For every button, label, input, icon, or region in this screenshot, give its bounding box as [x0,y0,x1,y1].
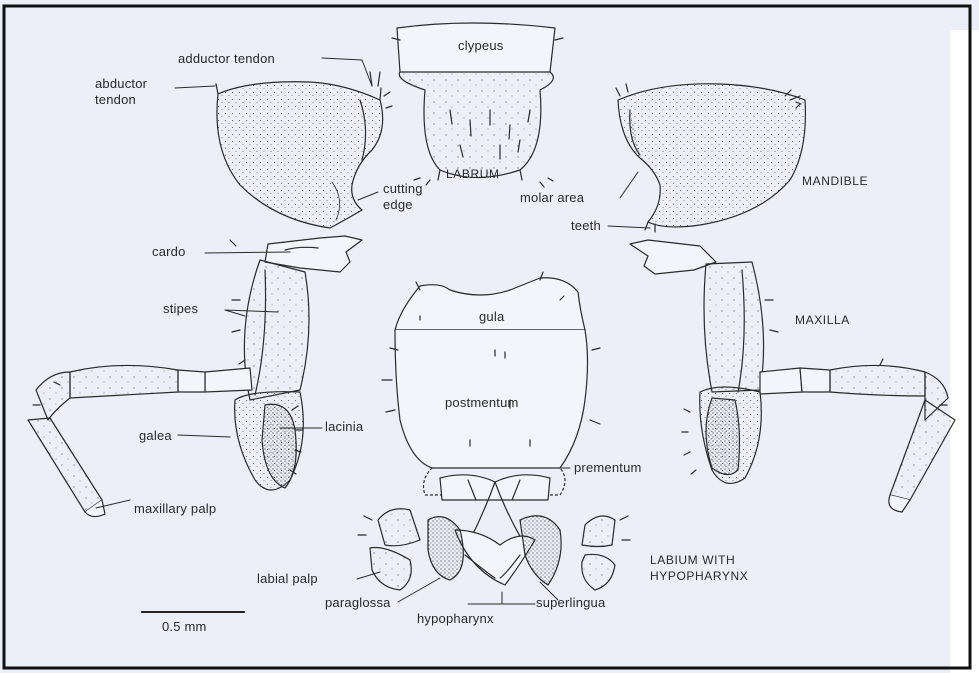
label-galea: galea [139,428,172,443]
label-cardo: cardo [152,244,186,259]
label-cutting-edge-line1: cutting [383,181,423,196]
label-adductor-tendon: adductor tendon [178,51,275,66]
label-paraglossa: paraglossa [325,595,391,610]
label-labium-line2: HYPOPHARYNX [650,569,748,584]
label-labrum: LABRUM [446,167,500,182]
label-molar-area: molar area [520,190,584,205]
label-abductor-tendon-line1: abductor [95,76,147,91]
label-superlingua: superlingua [536,595,605,610]
label-stipes: stipes [163,301,198,316]
label-teeth: teeth [571,218,601,233]
label-cutting-edge-line2: edge [383,197,413,212]
label-prementum: prementum [574,460,642,475]
label-scale-bar: 0.5 mm [162,619,207,634]
label-gula: gula [479,309,504,324]
label-labial-palp: labial palp [257,571,318,586]
label-hypopharynx: hypopharynx [417,611,494,626]
label-labium-line1: LABIUM WITH [650,553,735,568]
label-abductor-tendon-line2: tendon [95,92,136,107]
paper-edge-white [950,30,979,673]
label-postmentum: postmentum [445,395,519,410]
label-maxilla: MAXILLA [795,313,850,328]
label-clypeus: clypeus [458,38,503,53]
label-mandible: MANDIBLE [802,174,868,189]
label-lacinia: lacinia [325,419,363,434]
label-maxillary-palp: maxillary palp [134,501,216,516]
